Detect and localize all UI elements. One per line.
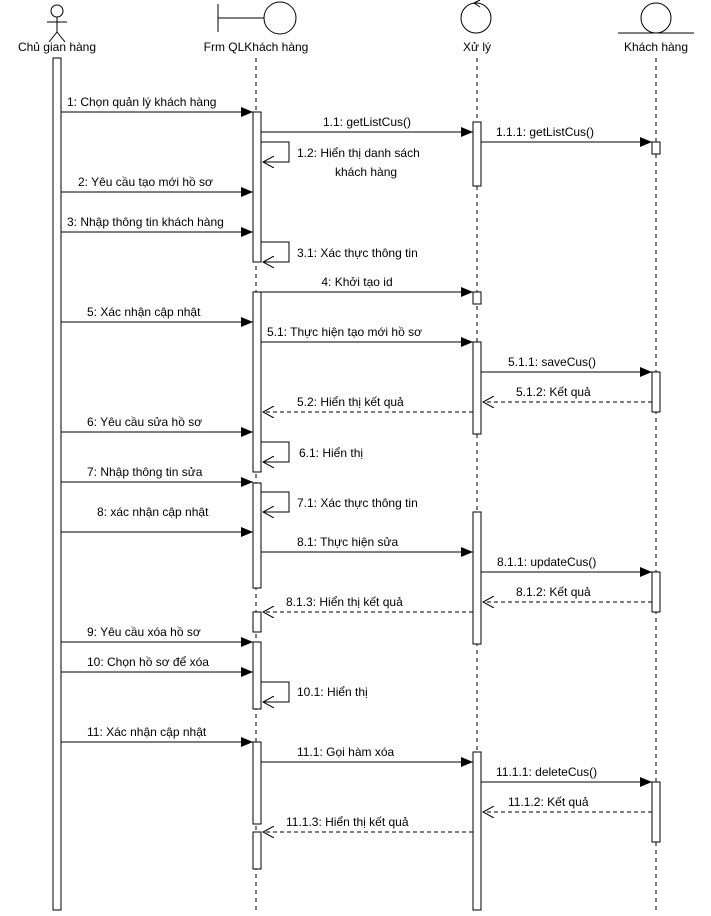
message-label: 5.1: Thực hiện tạo mới hồ sơ xyxy=(267,325,422,339)
message-label: 2: Yêu cầu tạo mới hồ sơ xyxy=(78,175,213,189)
message: 1.1: getListCus() xyxy=(261,115,473,137)
message: 5: Xác nhận cập nhật xyxy=(61,305,253,327)
message-label: 6.1: Hiển thị xyxy=(299,446,363,460)
message-label: 1.1: getListCus() xyxy=(323,115,411,129)
message-label: 10.1: Hiển thị xyxy=(297,685,368,699)
self-message: 7.1: Xác thực thông tin xyxy=(261,491,418,512)
message: 5.1.1: saveCus() xyxy=(481,355,652,377)
message: 8.1.1: updateCus() xyxy=(481,555,652,577)
message-label: 11.1.3: Hiển thị kết quả xyxy=(286,815,409,829)
activation-bar xyxy=(472,341,482,435)
activation-bar xyxy=(252,641,262,710)
control-icon xyxy=(460,0,492,34)
message-label: 6: Yêu cầu sửa hồ sơ xyxy=(87,415,202,429)
activation-bar xyxy=(52,57,62,911)
return-message: 11.1.3: Hiển thị kết quả xyxy=(263,815,473,832)
return-message: 8.1.2: Kết quả xyxy=(483,585,652,602)
entity-icon xyxy=(618,2,694,34)
message-label: 8: xác nhận cập nhật xyxy=(97,505,209,519)
message-label: 3: Nhập thông tin khách hàng xyxy=(67,215,224,229)
message: 4: Khởi tạo id xyxy=(261,275,473,297)
participant-label: Frm QLKhách hàng xyxy=(204,40,309,54)
actor-stick-figure-icon xyxy=(47,4,67,43)
message-label: 8.1: Thực hiện sửa xyxy=(297,535,399,549)
activation-bar xyxy=(651,781,661,843)
activation-bar xyxy=(472,511,482,645)
participant-frm: Frm QLKhách hàng xyxy=(204,1,309,54)
activations xyxy=(52,57,661,911)
message: 11.1.1: deleteCus() xyxy=(481,765,652,787)
self-message: 1.2: Hiển thị danh sách khách hàng xyxy=(261,141,420,179)
return-message: 5.1.2: Kết quả xyxy=(483,385,652,402)
message: 8.1: Thực hiện sửa xyxy=(261,535,473,557)
message-label: 7.1: Xác thực thông tin xyxy=(297,496,418,510)
message-label: 1.2: Hiển thị danh sách xyxy=(297,146,420,160)
message-label: 5.1.1: saveCus() xyxy=(508,355,596,369)
message-label: 4: Khởi tạo id xyxy=(321,275,392,289)
participant-actor: Chủ gian hàng xyxy=(18,4,96,54)
message-label: 8.1.2: Kết quả xyxy=(516,585,591,599)
message-label: 7: Nhập thông tin sửa xyxy=(87,465,203,479)
message: 11: Xác nhận cập nhật xyxy=(61,725,253,747)
message-label: 8.1.3: Hiển thị kết quả xyxy=(286,595,403,609)
participant-xuly: Xử lý xyxy=(460,0,492,54)
activation-bar xyxy=(252,482,262,589)
message-label: 11: Xác nhận cập nhật xyxy=(87,725,207,739)
message-label: 11.1.1: deleteCus() xyxy=(496,765,597,779)
message: 1: Chọn quản lý khách hàng xyxy=(61,95,253,117)
activation-bar xyxy=(651,571,661,613)
activation-bar xyxy=(252,741,262,825)
message: 9: Yêu cầu xóa hồ sơ xyxy=(61,625,253,647)
activation-bar xyxy=(472,121,482,187)
message-label: 3.1: Xác thực thông tin xyxy=(297,246,418,260)
participant-kh: Khách hàng xyxy=(618,2,694,54)
messages: 1: Chọn quản lý khách hàng 1.1: getListC… xyxy=(61,95,652,832)
activation-bar xyxy=(252,611,262,633)
message-label: 1.1.1: getListCus() xyxy=(496,125,594,139)
self-message: 3.1: Xác thực thông tin xyxy=(261,241,418,262)
message-label-line2: khách hàng xyxy=(335,165,397,179)
participant-label: Chủ gian hàng xyxy=(18,40,96,54)
message: 2: Yêu cầu tạo mới hồ sơ xyxy=(61,175,253,197)
message-label: 11.1.2: Kết quả xyxy=(508,795,589,809)
message: 7: Nhập thông tin sửa xyxy=(61,465,253,487)
message-label: 9: Yêu cầu xóa hồ sơ xyxy=(87,625,201,639)
message-label: 8.1.1: updateCus() xyxy=(497,555,596,569)
return-message: 5.2: Hiển thị kết quả xyxy=(263,395,473,412)
activation-bar xyxy=(252,291,262,473)
message: 1.1.1: getListCus() xyxy=(481,125,652,147)
activation-bar xyxy=(651,141,661,155)
return-message: 11.1.2: Kết quả xyxy=(483,795,652,812)
activation-bar xyxy=(651,371,661,413)
message-label: 5.1.2: Kết quả xyxy=(516,385,591,399)
message: 10: Chọn hồ sơ để xóa xyxy=(61,655,253,677)
message-label: 10: Chọn hồ sơ để xóa xyxy=(87,655,209,669)
activation-bar xyxy=(252,111,262,263)
message: 11.1: Gọi hàm xóa xyxy=(261,745,473,767)
message-label: 1: Chọn quản lý khách hàng xyxy=(67,95,216,109)
message-label: 5: Xác nhận cập nhật xyxy=(87,305,201,319)
message: 6: Yêu cầu sửa hồ sơ xyxy=(61,415,253,437)
return-message: 8.1.3: Hiển thị kết quả xyxy=(263,595,473,612)
activation-bar xyxy=(472,291,482,305)
message: 3: Nhập thông tin khách hàng xyxy=(61,215,253,237)
self-message: 6.1: Hiển thị xyxy=(261,441,363,462)
activation-bar xyxy=(252,831,262,870)
participant-label: Xử lý xyxy=(463,40,491,54)
boundary-icon xyxy=(217,1,297,35)
message-label: 11.1: Gọi hàm xóa xyxy=(297,745,394,759)
participant-label: Khách hàng xyxy=(624,40,688,54)
self-message: 10.1: Hiển thị xyxy=(261,681,368,702)
message: 5.1: Thực hiện tạo mới hồ sơ xyxy=(261,325,473,347)
message: 8: xác nhận cập nhật xyxy=(61,505,253,537)
activation-bar xyxy=(472,751,482,911)
message-label: 5.2: Hiển thị kết quả xyxy=(297,395,404,409)
